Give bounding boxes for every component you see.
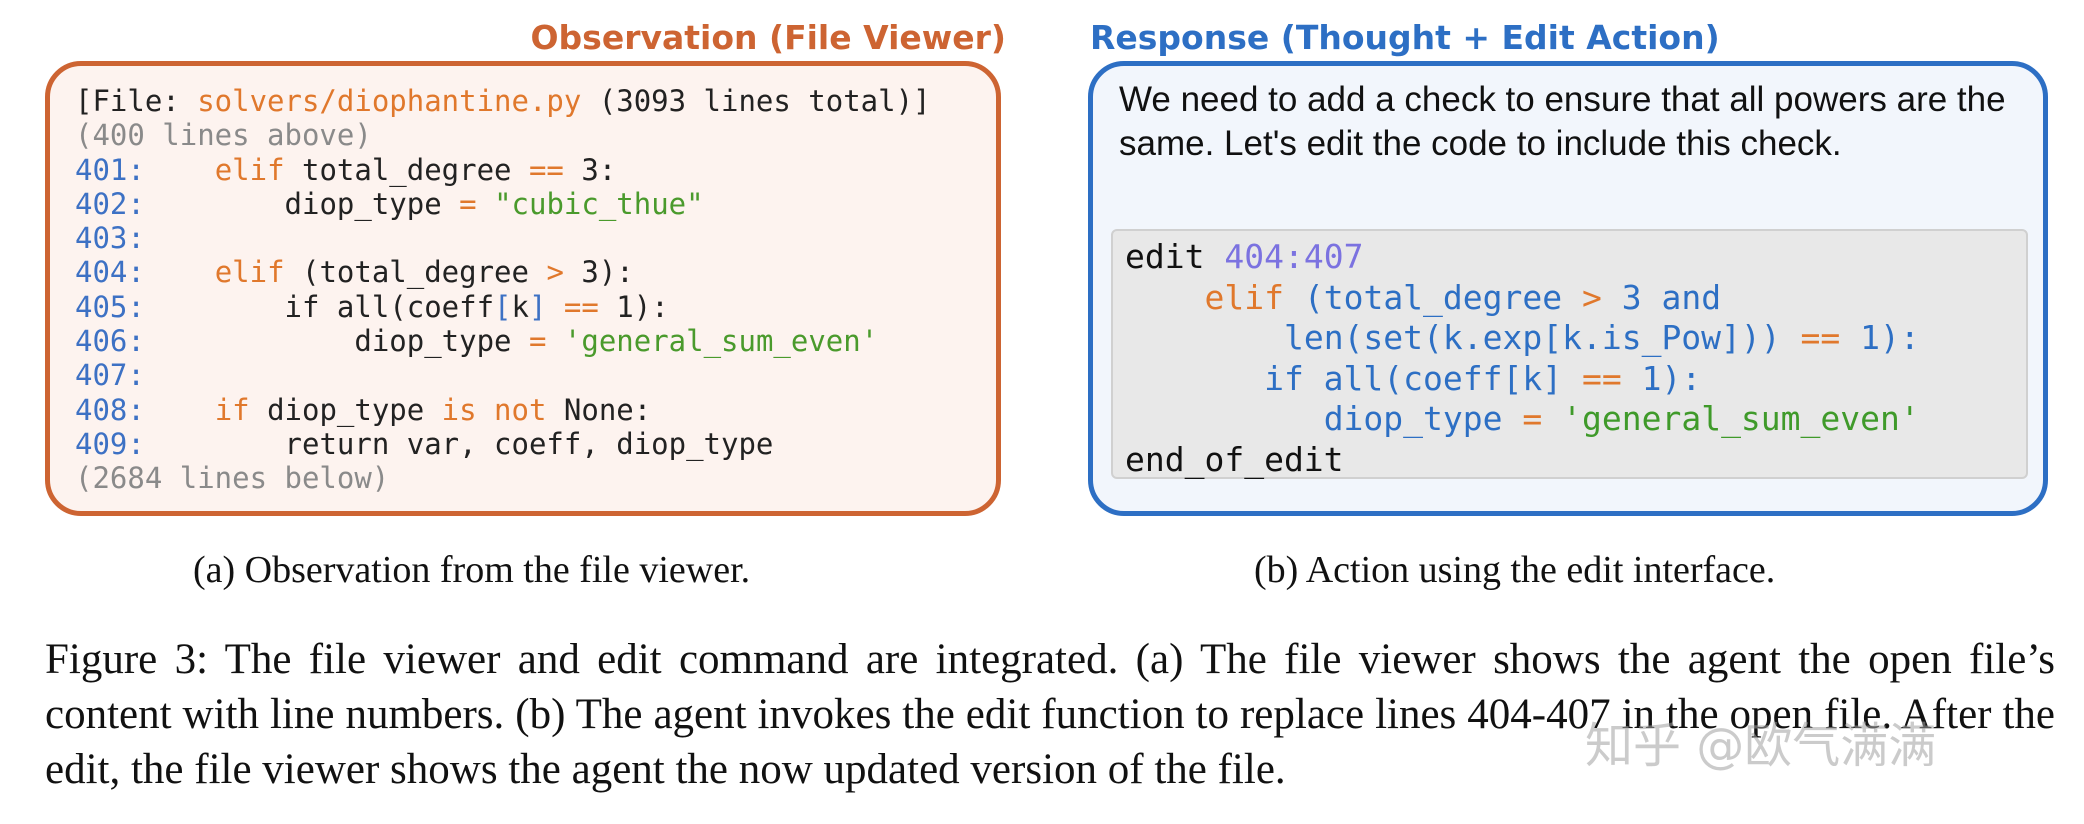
lines-below-note: (2684 lines below)	[75, 461, 390, 496]
code-text: 1):	[1641, 358, 1702, 398]
subfigure-caption-b: (b) Action using the edit interface.	[1254, 549, 1776, 591]
code-text: (total_degree	[284, 255, 547, 290]
code-bracket: [	[494, 289, 512, 324]
code-operator: =	[528, 324, 547, 359]
code-text: diop_type	[284, 186, 460, 221]
file-name: solvers/diophantine.py	[197, 84, 582, 118]
code-text: (total_degree	[1303, 277, 1563, 317]
code-operator: ==	[546, 289, 599, 324]
code-text: diop_type	[1323, 399, 1503, 438]
code-keyword: elif	[1204, 277, 1284, 317]
edit-command-code: edit 404:407 elif (total_degree > 3 and …	[1125, 237, 1920, 480]
code-operator: ==	[528, 152, 564, 187]
code-text: return var, coeff, diop_type	[284, 426, 774, 461]
code-text: diop_type	[249, 392, 442, 427]
file-header-suffix: (3093 lines total)]	[581, 84, 931, 118]
code-bracket: ]	[528, 289, 547, 324]
edit-line-range: 404:407	[1224, 237, 1364, 276]
code-keyword: and	[1661, 277, 1722, 317]
lines-above-note: (400 lines above)	[75, 118, 372, 153]
code-operator: ==	[1581, 358, 1622, 398]
response-panel: We need to add a check to ensure that al…	[1088, 61, 2048, 516]
code-text: diop_type	[354, 324, 529, 359]
code-keyword: elif	[214, 255, 285, 290]
code-string: "cubic_thue"	[494, 186, 704, 221]
code-text: if all(coeff	[284, 289, 495, 324]
code-text: len(set(k.exp[k.is_Pow]))	[1283, 318, 1781, 357]
code-string: 'general_sum_even'	[1562, 399, 1920, 438]
code-text: 1):	[598, 289, 669, 324]
code-operator: >	[1582, 277, 1602, 317]
line-number: 402:	[75, 186, 145, 221]
code-text: total_degree	[284, 152, 529, 187]
edit-end-marker: end_of_edit	[1125, 439, 1344, 479]
line-number: 409:	[75, 426, 145, 461]
code-operator: =	[1522, 399, 1543, 438]
line-number: 405:	[75, 289, 145, 324]
line-number: 407:	[75, 358, 145, 393]
code-text: 3	[1621, 277, 1642, 317]
line-number: 403:	[75, 221, 145, 256]
code-text: if all(coeff[k]	[1264, 358, 1563, 398]
line-number: 401:	[75, 152, 145, 187]
code-string: 'general_sum_even'	[563, 324, 879, 359]
code-keyword: if	[214, 392, 250, 427]
code-text: None:	[546, 392, 652, 427]
code-operator: =	[459, 186, 477, 221]
thought-text: We need to add a check to ensure that al…	[1119, 80, 2006, 163]
edit-command: edit	[1125, 237, 1205, 276]
code-operator: >	[546, 255, 564, 290]
watermark: 知乎 @欧气满满	[1585, 718, 1937, 774]
code-keyword: elif	[214, 152, 285, 187]
figure-caption: Figure 3: The file viewer and edit comma…	[45, 636, 2055, 793]
file-header-prefix: [File:	[75, 84, 198, 118]
subfigure-caption-a: (a) Observation from the file viewer.	[193, 549, 751, 591]
code-keyword: is not	[441, 392, 547, 427]
edit-command-block: edit 404:407 elif (total_degree > 3 and …	[1111, 229, 2028, 479]
code-text: 3):	[563, 255, 634, 290]
line-number: 408:	[75, 392, 145, 427]
file-header: [File: solvers/diophantine.py (3093 line…	[75, 84, 931, 118]
code-operator: ==	[1800, 318, 1841, 357]
file-viewer-code: [File: solvers/diophantine.py (3093 line…	[75, 84, 931, 496]
response-title: Response (Thought + Edit Action)	[1090, 18, 1720, 57]
observation-panel: [File: solvers/diophantine.py (3093 line…	[45, 61, 1001, 516]
code-text: k	[511, 289, 529, 324]
observation-title: Observation (File Viewer)	[530, 18, 1007, 57]
line-number: 404:	[75, 255, 145, 290]
code-text: 1):	[1860, 318, 1920, 357]
code-text: 3:	[563, 152, 617, 187]
line-number: 406:	[75, 324, 145, 359]
